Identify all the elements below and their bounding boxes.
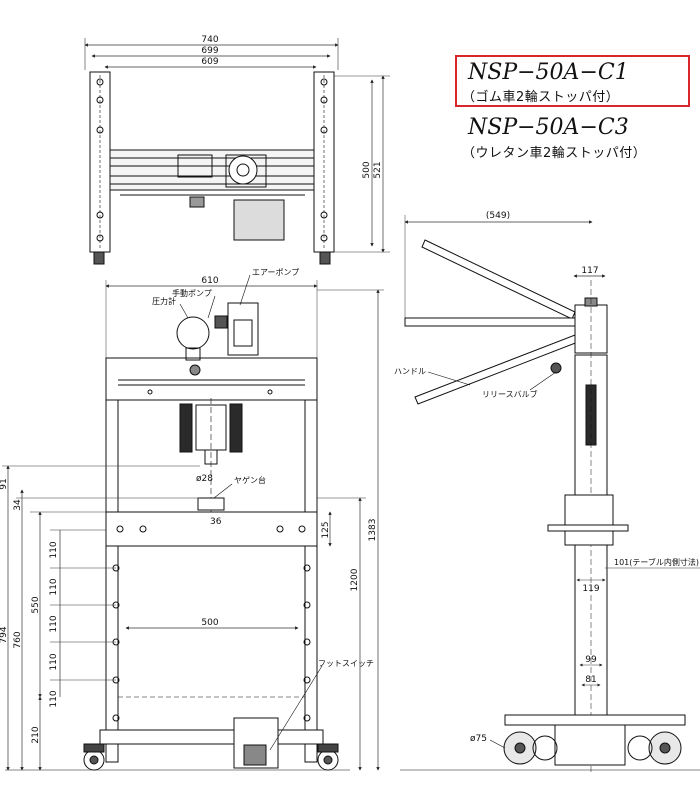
dim-549: (549)	[486, 211, 510, 221]
dim-117: 117	[581, 266, 598, 276]
dim-81: 81	[585, 675, 596, 685]
model-c1-highlight-box	[455, 55, 690, 107]
dim-119: 119	[582, 584, 599, 594]
label-air-pump: エアーポンプ	[252, 268, 299, 277]
dim-500-depth: 500	[362, 161, 372, 178]
label-hand-pump: 手動ポンプ	[172, 288, 212, 298]
model-c1-subtitle: （ゴム車2輪ストッパ付）	[462, 90, 620, 105]
dim-210: 210	[31, 726, 41, 743]
label-handle: ハンドル	[394, 367, 426, 376]
dim-699: 699	[201, 46, 218, 56]
label-pressure-gauge: 圧力計	[152, 296, 176, 306]
front-view	[2, 274, 384, 771]
dim-110-5: 110	[49, 690, 59, 707]
dim-91: 91	[0, 478, 9, 489]
model-c3-subtitle: （ウレタン車2輪ストッパ付）	[462, 146, 647, 161]
dim-110-3: 110	[49, 615, 59, 632]
side-view	[400, 215, 700, 775]
model-c3-name: NSP−50A−C3	[468, 115, 629, 140]
dim-1200: 1200	[350, 568, 360, 591]
label-foot-switch: フットスイッチ	[318, 659, 374, 668]
dim-740: 740	[201, 35, 218, 45]
dim-101-table-inner: 101(テーブル内側寸法)	[614, 557, 699, 567]
dim-760: 760	[13, 631, 23, 648]
dim-794: 794	[0, 626, 9, 643]
dim-125: 125	[321, 521, 331, 538]
dim-1383: 1383	[368, 519, 378, 542]
dim-36: 36	[210, 517, 222, 527]
dim-521-depth: 521	[373, 161, 383, 178]
model-c1-name: NSP−50A−C1	[468, 60, 629, 85]
dim-diameter-28: ø28	[196, 474, 213, 484]
label-yagen: ヤゲン台	[234, 475, 266, 485]
dim-110-4: 110	[49, 653, 59, 670]
dim-610: 610	[201, 276, 218, 286]
dim-550: 550	[31, 596, 41, 613]
dim-34: 34	[13, 499, 23, 511]
dim-110-2: 110	[49, 578, 59, 595]
dim-diameter-75: ø75	[470, 734, 487, 744]
label-release-valve: リリースバルブ	[482, 389, 538, 399]
dim-99: 99	[585, 655, 597, 665]
dim-500-width: 500	[201, 618, 218, 628]
dim-609: 609	[201, 57, 218, 67]
top-view	[84, 38, 390, 265]
dim-110-1: 110	[49, 541, 59, 558]
